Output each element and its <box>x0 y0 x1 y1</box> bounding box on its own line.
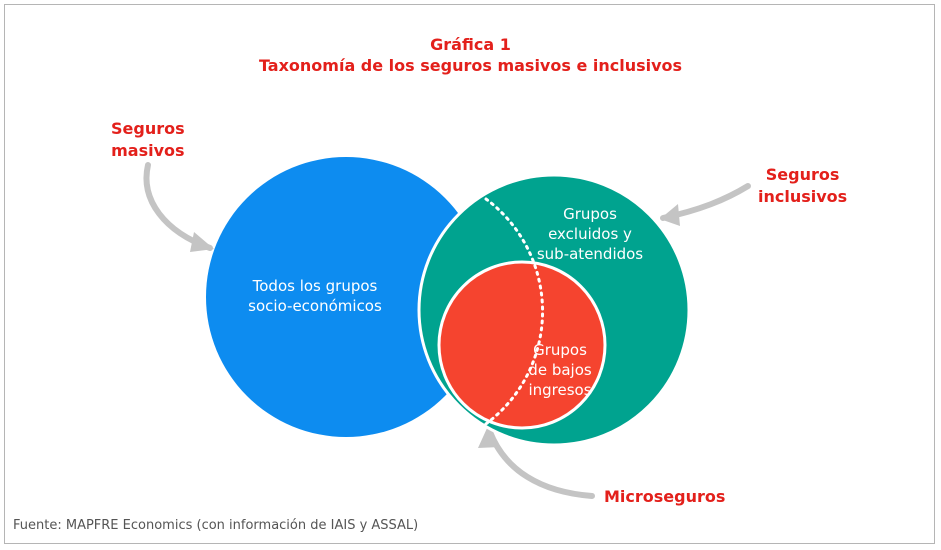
label-seguros-masivos: Seguros masivos <box>111 118 185 162</box>
blue-circle-text: Todos los grupos socio-económicos <box>230 276 400 316</box>
source-footer: Fuente: MAPFRE Economics (con informació… <box>13 518 419 533</box>
red-line-1: Grupos <box>533 341 587 359</box>
inclusivos-line-1: Seguros <box>765 165 840 184</box>
label-microseguros: Microseguros <box>604 487 726 506</box>
red-line-2: de bajos <box>528 361 592 379</box>
green-line-1: Grupos <box>563 205 617 223</box>
arrow-microseguros-head <box>478 426 500 448</box>
blue-circle <box>206 157 486 437</box>
title-line-2: Taxonomía de los seguros masivos e inclu… <box>258 56 683 75</box>
arrow-masivos-head <box>190 232 214 252</box>
title-line-1: Gráfica 1 <box>430 35 511 54</box>
red-line-3: ingresos <box>528 381 592 399</box>
label-seguros-inclusivos: Seguros inclusivos <box>758 164 847 208</box>
blue-line-1: Todos los grupos <box>252 277 378 295</box>
green-line-2: excluidos y <box>548 225 632 243</box>
figure-title: Gráfica 1 Taxonomía de los seguros masiv… <box>0 34 941 76</box>
green-line-3: sub-atendidos <box>536 245 644 263</box>
blue-line-2: socio-económicos <box>248 297 382 315</box>
green-circle-text: Grupos excluidos y sub-atendidos <box>520 204 660 264</box>
arrow-inclusivos-head <box>660 204 680 226</box>
inclusivos-line-2: inclusivos <box>758 187 848 206</box>
red-circle <box>437 260 607 430</box>
arrow-masivos <box>143 162 213 251</box>
red-circle-text: Grupos de bajos ingresos <box>510 340 610 400</box>
dotted-boundary <box>475 197 545 432</box>
masivos-line-1: Seguros <box>111 119 185 138</box>
masivos-line-2: masivos <box>111 141 185 160</box>
